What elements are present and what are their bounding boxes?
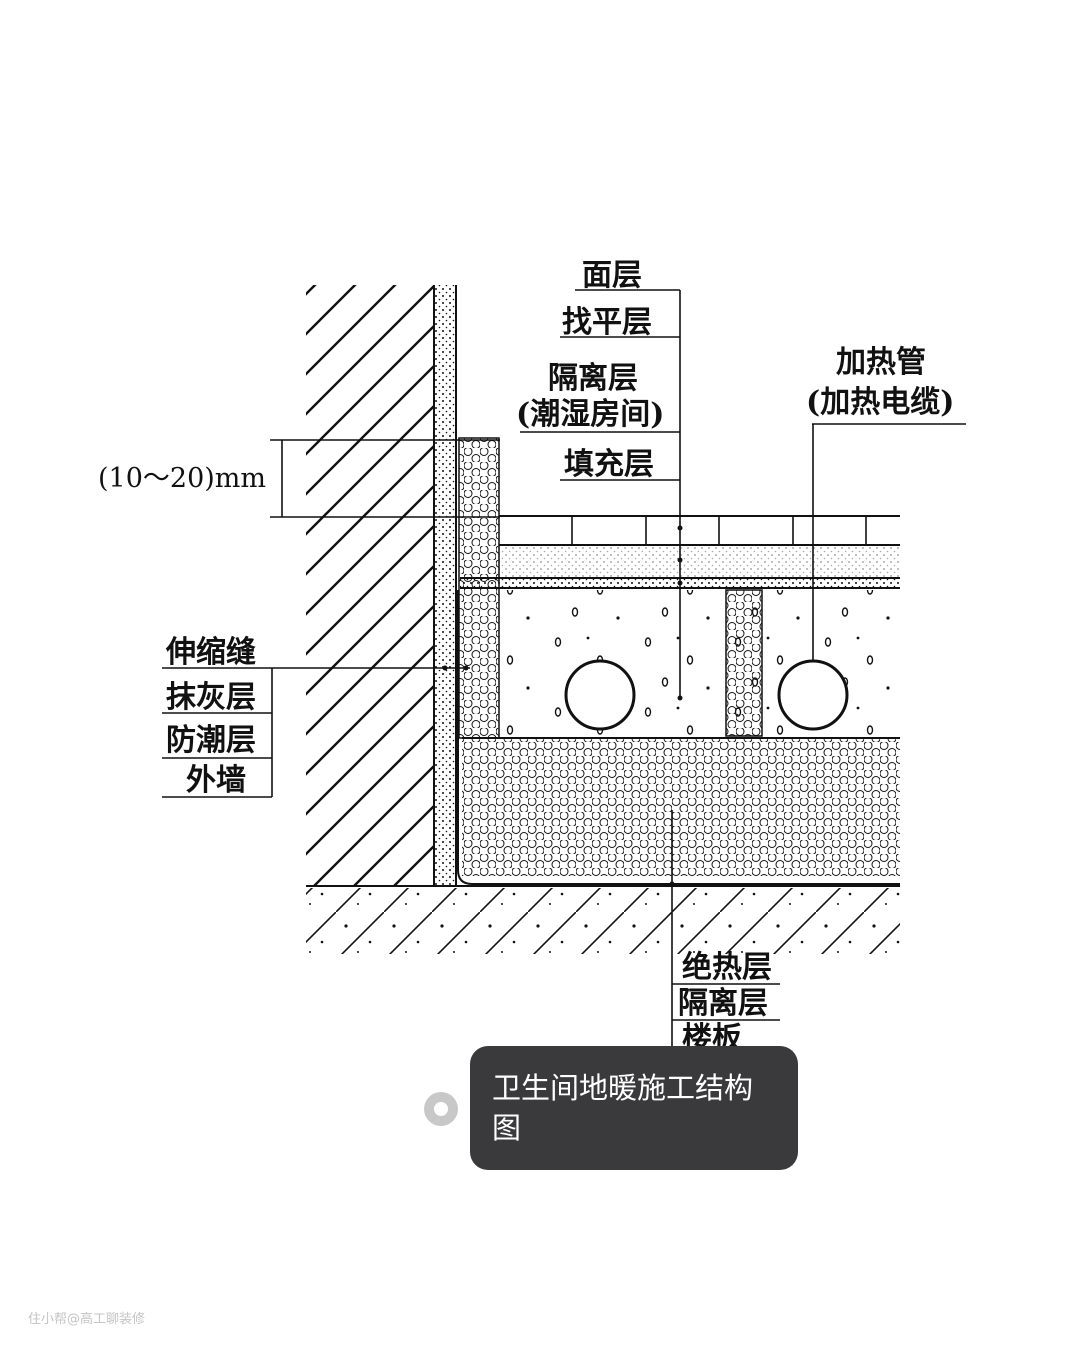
label-plaster-layer: 抹灰层 [166, 680, 256, 715]
label-heating-cable: (加热电缆) [806, 385, 954, 420]
center-expansion-strip [725, 589, 763, 737]
label-damp-proof-layer: 防潮层 [166, 723, 256, 758]
leader-lines [162, 289, 966, 1060]
floor-slab [306, 888, 900, 954]
caption-tag-text: 卫生间地暖施工结构图 [492, 1071, 754, 1145]
label-isolation-layer: 隔离层 [548, 361, 638, 396]
label-exterior-wall: 外墙 [186, 763, 246, 798]
label-leveling-layer: 找平层 [562, 305, 652, 340]
heating-pipe-right [777, 659, 849, 731]
leveling-layer [499, 545, 900, 577]
label-insulation-layer: 绝热层 [682, 950, 772, 985]
label-filler-layer: 填充层 [564, 447, 654, 482]
insulation-layer [462, 738, 900, 876]
label-expansion-joint: 伸缩缝 [165, 635, 256, 670]
exterior-wall [306, 285, 434, 885]
plaster-layer [434, 285, 456, 885]
heating-pipe-left [564, 659, 636, 731]
label-bottom-isolation-layer: 隔离层 [678, 986, 768, 1021]
caption-tag[interactable]: 卫生间地暖施工结构图 [470, 1046, 798, 1170]
tag-anchor-dot-icon[interactable] [424, 1092, 458, 1126]
label-surface-layer: 面层 [582, 258, 642, 293]
label-joint-width: (10～20)mm [98, 463, 266, 494]
surface-layer [499, 515, 900, 546]
label-wet-room: (潮湿房间) [516, 397, 664, 432]
label-heating-pipe: 加热管 [836, 345, 926, 380]
watermark: 住小帮@高工聊装修 [28, 1312, 146, 1327]
